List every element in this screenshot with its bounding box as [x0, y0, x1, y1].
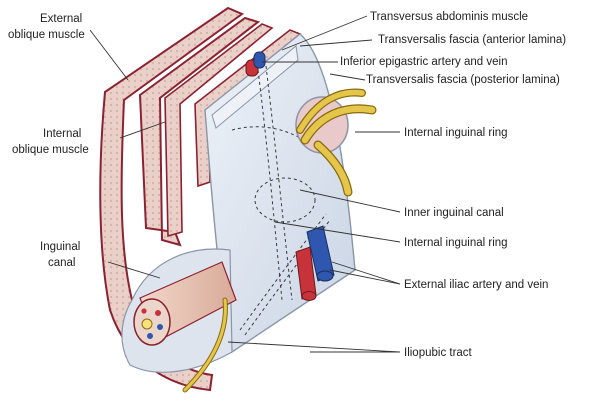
internal-oblique-fold: [164, 23, 274, 238]
external-iliac-vessels: [295, 225, 335, 301]
label-transversus-abdominis: Transversus abdominis muscle: [370, 11, 528, 23]
label-internal-oblique-1: Internal: [43, 128, 81, 140]
label-internal-oblique-2: oblique muscle: [12, 144, 89, 156]
label-external-oblique-1: External: [40, 13, 82, 25]
label-external-oblique-2: oblique muscle: [8, 29, 85, 41]
label-external-iliac: External iliac artery and vein: [404, 279, 548, 291]
vas-deferens-dot: [141, 318, 153, 330]
internal-oblique-layer: [138, 16, 261, 247]
label-internal-inguinal-ring-upper: Internal inguinal ring: [404, 127, 508, 139]
label-iliopubic-tract: Iliopubic tract: [404, 347, 473, 359]
leader-lines: [89, 15, 401, 353]
label-inner-inguinal-canal: Inner inguinal canal: [404, 207, 504, 219]
transversalis-fascia-anterior-lamina: [211, 45, 299, 129]
label-transversalis-fascia-posterior: Transversalis fascia (posterior lamina): [366, 74, 560, 86]
cord-vein-dot-1: [157, 324, 163, 330]
figure-labels: External oblique muscle Internal oblique…: [8, 11, 566, 359]
label-inguinal-canal-1: Inguinal: [40, 241, 80, 253]
cord-artery-dot-2: [141, 308, 147, 314]
cord-artery-dot: [155, 310, 161, 316]
external-oblique-layer: [99, 6, 245, 392]
label-inguinal-canal-2: canal: [48, 257, 76, 269]
abdominal-wall-drawing: [99, 6, 377, 393]
label-internal-inguinal-ring-lower: Internal inguinal ring: [404, 237, 508, 249]
cord-vein-dot-2: [147, 333, 153, 339]
inferior-epigastric-vessels: [245, 51, 266, 77]
label-inferior-epigastric: Inferior epigastric artery and vein: [340, 56, 507, 68]
label-transversalis-fascia-anterior: Transversalis fascia (anterior lamina): [378, 34, 566, 46]
